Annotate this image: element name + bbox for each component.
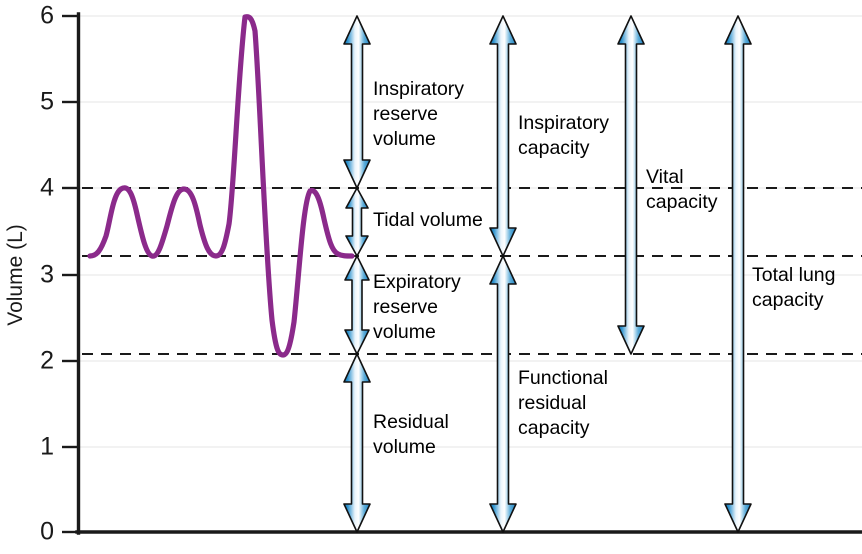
svg-text:volume: volume [373,128,436,150]
y-tick-label-0: 0 [40,518,54,546]
svg-text:Expiratory: Expiratory [373,271,461,293]
svg-text:capacity: capacity [646,191,718,213]
svg-text:Residual: Residual [373,411,449,433]
annotation-label-residual-volume: Residual volume [373,411,449,458]
annotation-label-tidal-volume: Tidal volume [373,209,483,231]
annotation-label-total-lung-capacity: Total lung capacity [752,264,835,311]
y-tick-label-1: 1 [40,433,54,461]
y-tick-label-4: 4 [40,174,54,202]
annotation-label-functional-residual-capacity: Functional residual capacity [518,367,608,439]
arrow-total-lung-capacity [724,15,752,533]
y-tick-label-5: 5 [40,88,54,116]
svg-text:capacity: capacity [518,137,590,159]
axis-spines [75,12,862,535]
svg-text:volume: volume [373,436,436,458]
arrow-inspiratory-capacity [489,15,517,257]
y-tick-label-2: 2 [40,347,54,375]
arrow-vital-capacity [617,15,645,355]
annotation-label-inspiratory-reserve-volume: Inspiratory reserve volume [373,78,464,150]
svg-text:capacity: capacity [518,417,590,439]
y-tick-label-6: 6 [40,2,54,30]
y-tick-label-3: 3 [40,261,54,289]
annotation-label-expiratory-reserve-volume: Expiratory reserve volume [373,271,461,343]
annotation-label-inspiratory-capacity: Inspiratory capacity [518,112,609,159]
svg-text:reserve: reserve [373,103,438,125]
svg-text:Inspiratory: Inspiratory [518,112,609,134]
y-axis-ticks [62,14,78,534]
spirogram-trace [87,14,355,358]
svg-text:capacity: capacity [752,289,824,311]
svg-text:Inspiratory: Inspiratory [373,78,464,100]
svg-text:reserve: reserve [373,296,438,318]
arrow-functional-residual-capacity [489,255,517,533]
svg-text:Functional: Functional [518,367,608,389]
svg-text:volume: volume [373,321,436,343]
arrow-residual-volume [343,353,371,533]
svg-text:Total lung: Total lung [752,264,835,286]
svg-text:Vital: Vital [646,166,684,188]
y-axis-title: Volume (L) [4,224,27,326]
svg-text:Tidal volume: Tidal volume [373,209,483,231]
arrow-tidal-volume [345,187,369,257]
svg-text:residual: residual [518,392,586,414]
arrow-expiratory-reserve-volume [344,255,370,355]
annotation-label-vital-capacity: Vital capacity [646,166,718,213]
